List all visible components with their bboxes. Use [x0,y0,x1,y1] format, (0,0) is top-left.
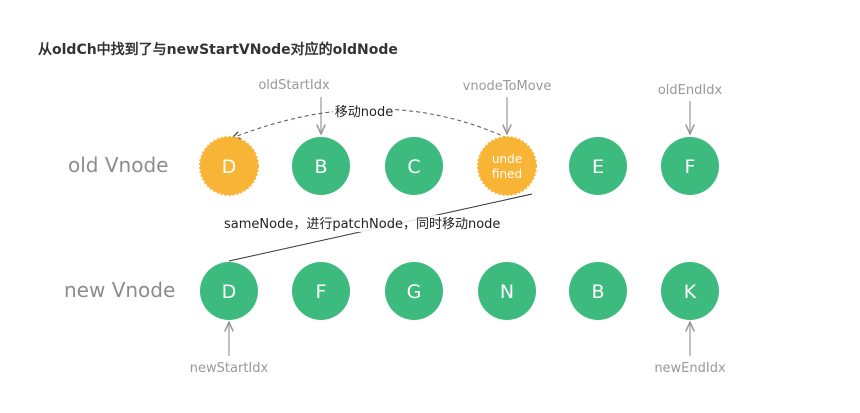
new-node-n-label: N [500,281,514,303]
vnode-to-move-label: vnodeToMove [463,79,552,94]
new-node-b-label: B [591,281,604,303]
old-node-e-circle [569,137,627,195]
old-node-f-label: F [685,156,696,178]
new-node-f-circle [292,262,350,320]
new-node-g-circle [385,262,443,320]
old-node-d-circle [199,136,259,196]
new-node-k-circle [661,262,719,320]
diagram-title: 从oldCh中找到了与newStartVNode对应的oldNode [38,41,398,58]
new-node-g-label: G [407,281,422,303]
move-node-label: 移动node [335,105,393,120]
new-node-f-label: F [316,281,327,303]
new-node-d-circle [200,262,258,320]
new-node-n-circle [478,262,536,320]
new-node-b-circle [569,262,627,320]
old-node-c-label: C [407,156,420,178]
old-vnode-label: old Vnode [68,153,168,177]
new-vnode-label: new Vnode [64,278,175,302]
old-node-b-circle [292,137,350,195]
old-start-idx-label: oldStartIdx [258,78,330,93]
same-node-label-bg [222,215,502,232]
old-node-b-label: B [314,156,327,178]
new-node-d-label: D [222,281,237,303]
old-end-idx-label: oldEndIdx [658,83,723,98]
new-end-idx-label: newEndIdx [654,361,726,376]
new-node-k-label: K [684,281,697,303]
old-node-f-circle [661,137,719,195]
old-node-e-label: E [592,156,604,178]
old-node-d-label: D [222,156,237,178]
new-start-idx-label: newStartIdx [190,361,269,376]
old-node-c-circle [385,137,443,195]
same-node-label: sameNode，进行patchNode，同时移动node [224,217,500,232]
old-node-row: D B C unde fined E F [199,136,719,196]
new-node-row: D F G N B K [200,262,719,320]
old-node-undefined-line2: fined [492,167,522,181]
move-label-bg [333,103,395,119]
old-node-undefined-circle [477,136,537,196]
old-node-undefined-line1: unde [492,152,522,166]
